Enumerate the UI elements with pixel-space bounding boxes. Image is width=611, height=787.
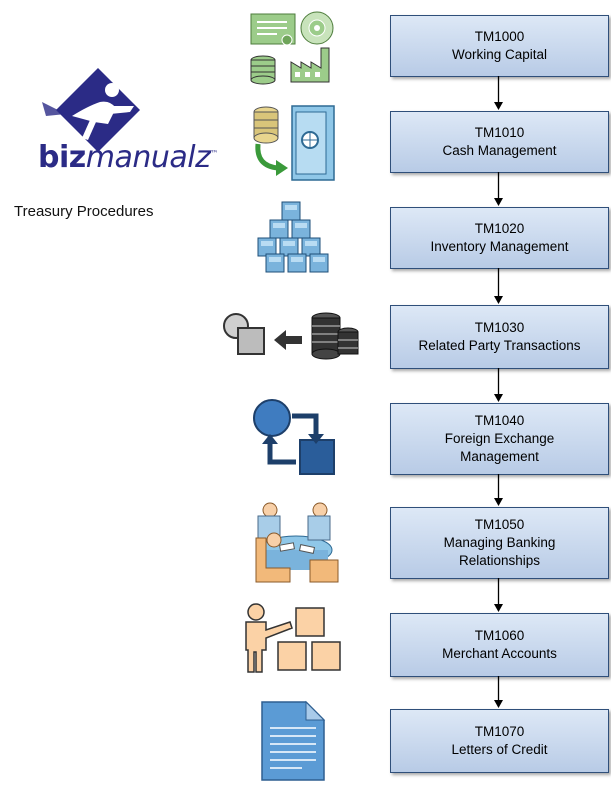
process-title: Foreign Exchange Management	[444, 431, 555, 464]
process-code: TM1070	[474, 724, 525, 739]
process-code: TM1060	[474, 628, 525, 643]
coins-vault-icon	[253, 105, 335, 181]
process-box-tm1030[interactable]: TM1030 Related Party Transactions	[390, 305, 609, 369]
process-box-tm1050[interactable]: TM1050 Managing Banking Relationships	[390, 507, 609, 579]
flow-arrow	[494, 474, 503, 506]
process-code: TM1020	[474, 221, 525, 236]
process-code: TM1010	[474, 125, 525, 140]
process-code: TM1030	[474, 320, 525, 335]
process-title: Working Capital	[451, 47, 548, 62]
shapes-from-database-icon	[223, 312, 359, 360]
process-title: Cash Management	[442, 143, 557, 158]
process-box-tm1020[interactable]: TM1020 Inventory Management	[390, 207, 609, 269]
presenter-boxes-icon	[245, 603, 341, 673]
process-box-tm1040[interactable]: TM1040 Foreign Exchange Management	[390, 403, 609, 475]
flow-arrow	[494, 368, 503, 402]
flow-arrow	[494, 578, 503, 612]
flow-arrow	[494, 268, 503, 304]
flow-arrow	[494, 676, 503, 708]
flow-arrow	[494, 76, 503, 110]
logo-brand-light: manualz	[85, 140, 211, 175]
process-code: TM1040	[474, 413, 525, 428]
meeting-table-icon	[255, 502, 339, 583]
logo-wordmark: bizmanualz™	[38, 140, 218, 175]
process-box-tm1010[interactable]: TM1010 Cash Management	[390, 111, 609, 173]
process-box-tm1070[interactable]: TM1070 Letters of Credit	[390, 709, 609, 773]
process-code: TM1050	[474, 517, 525, 532]
process-code: TM1000	[474, 29, 525, 44]
process-title: Managing Banking Relationships	[443, 535, 556, 568]
process-box-tm1060[interactable]: TM1060 Merchant Accounts	[390, 613, 609, 677]
process-title: Related Party Transactions	[418, 338, 581, 353]
exchange-cycle-icon	[253, 399, 335, 475]
logo-brand-bold: biz	[38, 140, 86, 175]
process-title: Letters of Credit	[451, 742, 548, 757]
flow-arrow	[494, 172, 503, 206]
logo-trademark: ™	[210, 149, 218, 158]
certificate-coins-factory-icon	[250, 11, 334, 85]
bizmanualz-logo	[42, 68, 140, 152]
document-icon	[261, 700, 326, 781]
page-subtitle: Treasury Procedures	[14, 203, 154, 220]
process-title: Merchant Accounts	[442, 646, 557, 661]
process-title: Inventory Management	[430, 239, 569, 254]
stacked-boxes-icon	[257, 201, 329, 273]
process-box-tm1000[interactable]: TM1000 Working Capital	[390, 15, 609, 77]
